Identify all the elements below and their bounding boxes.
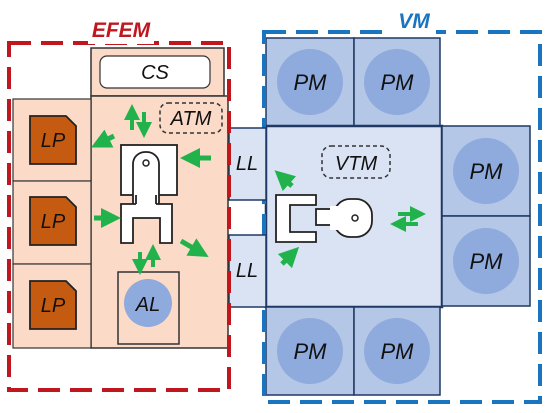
pm-label: PM bbox=[294, 339, 328, 364]
load-lock-top: LL bbox=[228, 127, 267, 201]
efem-title: EFEM bbox=[92, 19, 151, 42]
pm-label: PM bbox=[470, 159, 504, 184]
vm-group: PM PM PM PM PM PM bbox=[262, 10, 542, 404]
lp-carrier-icon bbox=[29, 196, 77, 246]
pm-top-left: PM bbox=[265, 37, 355, 127]
lp-label: LP bbox=[41, 211, 66, 233]
al-circle bbox=[124, 279, 172, 327]
pm-label: PM bbox=[294, 70, 328, 95]
pm-circle bbox=[364, 49, 430, 115]
vtm-label: VTM bbox=[335, 153, 378, 175]
atm-label: ATM bbox=[170, 108, 212, 130]
pm-top-right: PM bbox=[353, 37, 441, 127]
pm-circle bbox=[364, 318, 430, 384]
al-label: AL bbox=[135, 294, 160, 316]
pm-label: PM bbox=[381, 70, 415, 95]
pm-right-bottom: PM bbox=[441, 215, 531, 307]
lp-1: LP bbox=[12, 98, 92, 182]
pm-label: PM bbox=[470, 249, 504, 274]
lp-carrier-icon bbox=[29, 115, 77, 165]
atm-robot-icon bbox=[120, 144, 178, 244]
efem-group: CS LP LP LP ATM bbox=[7, 18, 231, 392]
lp-2: LP bbox=[12, 180, 92, 265]
lp-3: LP bbox=[12, 263, 92, 349]
transfer-arrow-icon bbox=[277, 246, 300, 269]
pm-circle bbox=[453, 228, 519, 294]
transfer-arrow-icon bbox=[274, 170, 297, 192]
load-lock-bottom: LL bbox=[228, 234, 267, 308]
pm-circle bbox=[453, 138, 519, 204]
vm-title: VM bbox=[398, 10, 430, 33]
pm-bottom-left: PM bbox=[265, 306, 355, 396]
pm-label: PM bbox=[381, 339, 415, 364]
lp-label: LP bbox=[41, 295, 66, 317]
vtm-robot-icon bbox=[275, 194, 373, 243]
lp-carrier-icon bbox=[29, 280, 77, 330]
vtm-label-box bbox=[321, 145, 391, 179]
cs-label: CS bbox=[141, 62, 169, 84]
transfer-arrow-icon bbox=[91, 129, 116, 148]
lp-label: LP bbox=[41, 130, 66, 152]
pm-right-top: PM bbox=[441, 125, 531, 217]
pm-circle bbox=[277, 49, 343, 115]
ll-label: LL bbox=[236, 260, 258, 282]
cs-inner bbox=[99, 55, 211, 89]
ll-label: LL bbox=[236, 153, 258, 175]
pm-circle bbox=[277, 318, 343, 384]
pm-bottom-right: PM bbox=[353, 306, 441, 396]
atm-label-box bbox=[159, 102, 223, 134]
transfer-arrow-icon bbox=[179, 238, 209, 258]
